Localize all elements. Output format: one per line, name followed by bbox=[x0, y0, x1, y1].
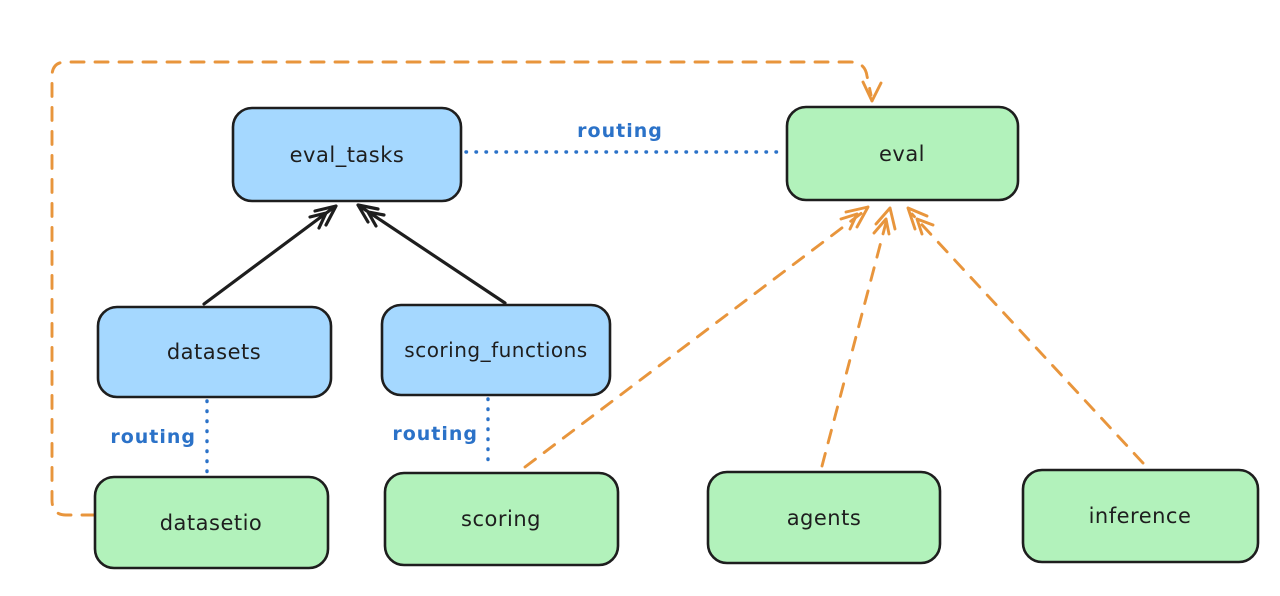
node-scoring-box bbox=[383, 471, 620, 567]
node-agents-box bbox=[706, 470, 942, 565]
edge-inference-eval bbox=[910, 212, 1145, 465]
node-scoring-label: scoring bbox=[461, 507, 541, 531]
node-scoring-functions-label: scoring_functions bbox=[404, 338, 587, 362]
edge-scoringfunctions-evaltasks bbox=[356, 203, 507, 305]
edge-scoring-eval-arrowhead bbox=[839, 205, 870, 231]
node-inference-label: inference bbox=[1089, 504, 1192, 528]
edge-label-routing-datasets-datasetio: routing bbox=[110, 426, 196, 448]
node-eval: eval bbox=[785, 105, 1020, 202]
edge-inference-eval-arrowhead bbox=[906, 206, 935, 236]
node-agents-label: agents bbox=[787, 506, 862, 530]
node-eval-tasks-box bbox=[231, 106, 463, 203]
node-datasets: datasets bbox=[96, 305, 333, 399]
node-inference: inference bbox=[1021, 468, 1260, 564]
node-eval-tasks-label: eval_tasks bbox=[290, 143, 405, 168]
edge-agents-eval bbox=[820, 213, 890, 468]
edge-agents-eval-arrowhead bbox=[872, 206, 897, 236]
node-agents: agents bbox=[706, 470, 942, 565]
node-datasetio: datasetio bbox=[93, 475, 330, 570]
edge-scoring-eval bbox=[523, 210, 865, 469]
node-eval-label: eval bbox=[879, 142, 925, 166]
node-datasets-box bbox=[96, 305, 333, 399]
node-datasetio-box bbox=[93, 475, 330, 570]
edge-datasets-evaltasks bbox=[202, 204, 338, 306]
node-eval-tasks: eval_tasks bbox=[231, 106, 463, 203]
edge-datasetio-eval-arrowhead bbox=[861, 80, 883, 103]
node-scoring-functions: scoring_functions bbox=[380, 303, 612, 397]
node-datasets-label: datasets bbox=[167, 340, 261, 364]
edge-label-routing-scoringfunctions-scoring: routing bbox=[392, 423, 478, 445]
node-scoring-functions-box bbox=[380, 303, 612, 397]
node-scoring: scoring bbox=[383, 471, 620, 567]
edge-datasetio-eval-loop bbox=[50, 60, 873, 517]
node-datasetio-label: datasetio bbox=[160, 511, 263, 535]
edge-label-routing-evaltasks-eval: routing bbox=[577, 120, 663, 142]
node-eval-box bbox=[785, 105, 1020, 202]
node-inference-box bbox=[1021, 468, 1260, 564]
